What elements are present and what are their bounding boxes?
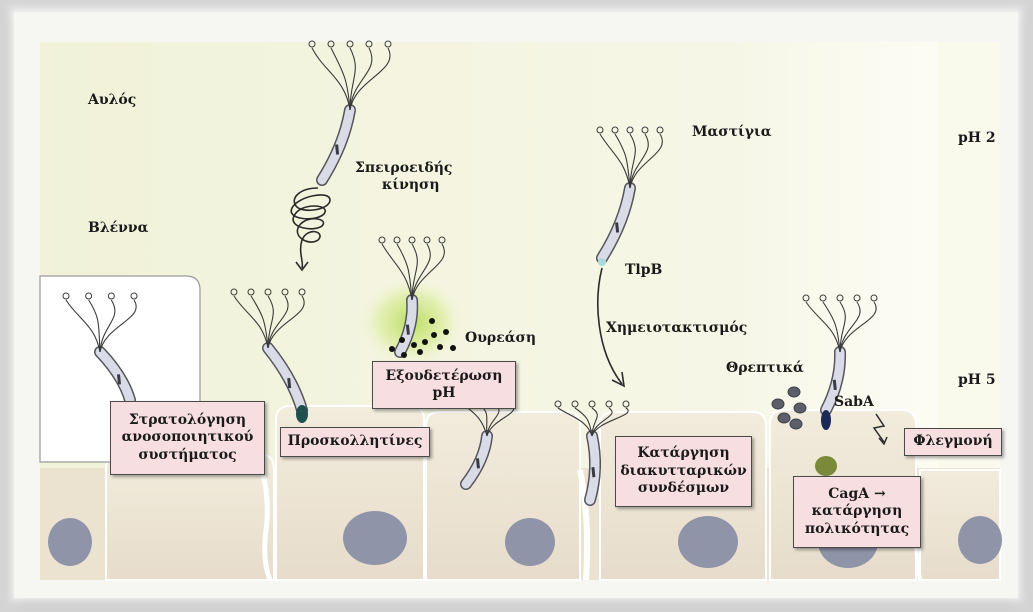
box-text: CagA →: [828, 486, 885, 504]
nucleus: [505, 518, 555, 566]
box-text: Προσκολλητίνες: [288, 433, 423, 451]
nucleus: [48, 518, 92, 566]
box-ph-neutralization: Εξουδετέρωση pH: [372, 361, 516, 409]
label-flagella: Μαστίγια: [692, 124, 772, 141]
box-text: pH: [432, 385, 455, 403]
box-caga-polarity: CagA → κατάργηση πολικότητας: [793, 476, 921, 548]
label-nutrients: Θρεπτικά: [726, 360, 804, 377]
box-text: κατάργηση: [812, 503, 903, 521]
label-spiral-motion: Σπειροειδής κίνηση: [355, 160, 452, 194]
label-mucus: Βλέννα: [88, 220, 148, 237]
box-text: Εξουδετέρωση: [386, 368, 503, 386]
tlpb-receptor: [598, 258, 606, 266]
label-spiral-line-2: κίνηση: [355, 177, 452, 194]
caga-particle: [815, 456, 837, 476]
box-inflammation: Φλεγμονή: [904, 428, 1002, 456]
label-ph5: pH 5: [958, 372, 996, 389]
box-text: συνδέσμων: [638, 480, 729, 498]
box-text: ανοσοποιητικού: [122, 429, 254, 447]
box-text: Στρατολόγηση: [129, 412, 246, 430]
label-spiral-line-1: Σπειροειδής: [355, 160, 452, 177]
box-text: Κατάργηση: [637, 445, 729, 463]
box-text: συστήματος: [138, 447, 236, 465]
label-lumen: Αυλός: [88, 92, 136, 109]
saba-receptor: [821, 410, 831, 430]
epithelial-cell: [426, 412, 580, 580]
nucleus: [678, 516, 738, 568]
label-urease: Ουρεάση: [465, 330, 536, 347]
adhesin-marker: [296, 405, 308, 423]
nucleus: [958, 516, 1002, 564]
label-ph2: pH 2: [958, 130, 996, 147]
label-chemotaxis: Χημειοτακτισμός: [606, 320, 747, 337]
box-adhesins: Προσκολλητίνες: [280, 427, 430, 457]
box-immune-recruitment: Στρατολόγηση ανοσοποιητικού συστήματος: [110, 401, 265, 475]
label-tlpb: TlpB: [625, 262, 662, 279]
label-saba: SabA: [834, 394, 874, 411]
box-text: Φλεγμονή: [913, 433, 992, 451]
nucleus: [343, 511, 407, 565]
box-text: πολικότητας: [805, 521, 909, 539]
box-junction-disruption: Κατάργηση διακυτταρικών συνδέσμων: [615, 436, 752, 507]
box-text: διακυτταρικών: [620, 463, 746, 481]
